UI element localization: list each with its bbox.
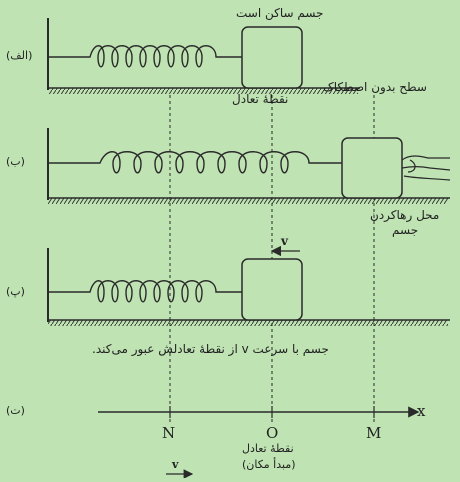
panel-p <box>47 245 450 326</box>
spring-b <box>48 151 342 174</box>
equilibrium-note-a: نقطهٔ تعادل <box>232 92 289 106</box>
floor-a-hatch <box>48 88 358 94</box>
spring-a <box>48 45 242 68</box>
label-panel-p: (پ) <box>6 285 25 298</box>
frictionless-surface-note: سطح بدون اصطکاک <box>323 80 427 94</box>
block-b <box>341 137 403 199</box>
panel-b <box>47 128 451 204</box>
point-n-label: N <box>162 424 176 442</box>
floor-b-hatch <box>48 198 448 204</box>
floor-p-hatch <box>48 320 448 326</box>
release-point-note-2: جسم <box>392 223 419 237</box>
velocity-label-p: v <box>281 234 288 248</box>
panel-t <box>98 406 420 418</box>
label-panel-a: (الف) <box>6 49 33 62</box>
block-a <box>241 26 303 89</box>
point-m-label: M <box>366 424 382 442</box>
release-point-note-1: محل رهاکردن <box>370 208 440 222</box>
origin-note-2: (مبدأ مکان) <box>242 458 296 471</box>
passing-equilibrium-caption: جسم با سرعت v از نقطهٔ تعادلش عبور می‌کن… <box>92 342 329 356</box>
spring-p <box>48 280 242 303</box>
label-panel-b: (ب) <box>6 155 25 168</box>
axis-x-label: x <box>417 402 426 420</box>
body-at-rest-note: جسم ساکن است <box>236 6 324 20</box>
hand-icon <box>401 155 451 181</box>
panel-a <box>47 18 360 94</box>
velocity-label-bottom: v <box>172 458 179 471</box>
point-o-label: O <box>266 424 279 442</box>
origin-note-1: نقطهٔ تعادل <box>242 442 294 455</box>
label-panel-t: (ت) <box>6 404 25 417</box>
block-p <box>241 258 303 321</box>
